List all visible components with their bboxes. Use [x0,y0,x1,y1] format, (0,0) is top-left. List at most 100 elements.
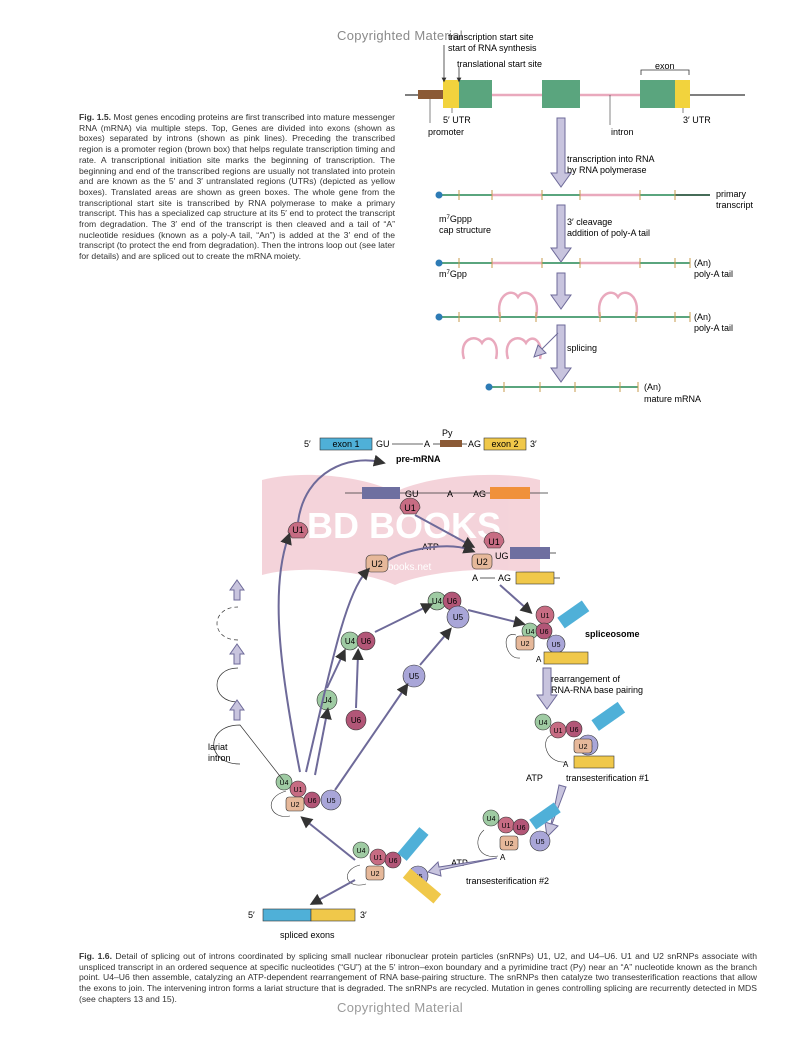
svg-text:bdbooks.net: bdbooks.net [377,562,432,573]
svg-text:U1: U1 [374,855,383,862]
intron-label: intron [611,127,634,137]
fig15-caption-label: Fig. 1.5. [79,112,112,122]
exon2-label: exon 2 [491,439,518,449]
excised-intron-1 [461,337,499,360]
step2-label-b: addition of poly-A tail [567,228,650,238]
rna-synthesis-label: start of RNA synthesis [448,43,537,53]
svg-text:U4: U4 [487,816,496,823]
svg-text:U2: U2 [371,871,380,878]
svg-text:U4: U4 [357,848,366,855]
svg-text:A: A [563,760,569,769]
cap-dot-4 [485,383,493,391]
u6-di [356,631,376,651]
py-box [440,440,462,447]
step1-label-b: by RNA polymerase [567,165,647,175]
svg-text:U5: U5 [327,798,336,805]
fig16-caption: Fig. 1.6. Detail of splicing out of intr… [79,951,757,1005]
down-arrow-2 [550,204,572,263]
utr5-label: 5′ UTR [443,115,471,125]
exon2-bound [490,487,530,499]
m7gppp-label: m7Gppp [439,214,472,224]
exon2-spliceosome [543,651,589,665]
svg-text:A: A [536,655,542,664]
svg-text:U4: U4 [280,780,289,787]
premrna-5prime: 5′ [304,439,311,449]
bd-books-logo: BD BOOKS bdbooks.net [262,474,540,585]
branch-a-label: A [424,439,430,449]
u5-free [402,664,426,688]
fig16-caption-label: Fig. 1.6. [79,951,112,961]
polya-label-1: poly-A tail [694,269,733,279]
gu-label: GU [376,439,390,449]
cap-dot-1 [435,191,443,199]
splicing-label: splicing [567,343,597,353]
down-arrow-1 [550,117,572,188]
arrow-trans2 [427,857,498,877]
py-label: Py [442,428,453,438]
lariat-intron [213,724,284,781]
svg-text:U1: U1 [404,503,416,513]
lariat-label: lariat [208,742,228,752]
svg-text:UG: UG [495,551,509,561]
exon2-bound-2 [515,571,555,585]
svg-text:U4: U4 [539,720,548,727]
utr3-label: 3′ UTR [683,115,711,125]
exon1-spliceosome [557,600,590,629]
excised-intron-2 [505,337,543,360]
an-label-3: (An) [644,382,661,392]
intron-label-16: intron [208,753,231,763]
promoter-label: promoter [428,127,464,137]
svg-text:U1: U1 [541,613,550,620]
trans2-label: transesterification #2 [466,876,549,886]
copyright-watermark-top: Copyrighted Material [337,28,463,43]
u1-bound-2 [483,531,505,549]
fig15-diagram: exon transcription start site start of R… [405,32,754,404]
svg-text:U6: U6 [540,629,549,636]
cap-dot-3 [435,313,443,321]
cap-dot-2 [435,259,443,267]
m7gpp-label: m7Gpp [439,269,467,279]
cap-structure-label: cap structure [439,225,491,235]
exon-label: exon [655,61,675,71]
svg-text:U4: U4 [526,629,535,636]
svg-text:U6: U6 [351,716,362,725]
svg-text:GU: GU [405,489,419,499]
intron-loop-1 [497,291,539,318]
u6-free [345,709,367,731]
u1-free [287,521,309,539]
svg-text:U1: U1 [554,728,563,735]
down-arrow-4 [550,324,572,383]
exon1-bound-2 [510,547,550,559]
primary-label: primary [716,189,747,199]
utr5-box [443,80,459,108]
translational-start-label: translational start site [457,59,542,69]
exon-box-3 [640,80,675,108]
u5-tri [446,605,470,629]
svg-text:U6: U6 [447,597,458,606]
an-label-2: (An) [694,312,711,322]
svg-text:AG: AG [498,573,511,583]
svg-text:A: A [447,489,453,499]
premrna-3prime: 3′ [530,439,537,449]
svg-text:A: A [500,853,506,862]
svg-text:U5: U5 [409,672,420,681]
tss-label: transcription start site [448,32,534,42]
u1-bound-1 [399,497,421,515]
exon-box-1 [459,80,492,108]
promoter-box [418,90,443,99]
svg-text:U4: U4 [345,637,356,646]
transcript-label: transcript [716,200,754,210]
spliced-3prime: 3′ [360,910,367,920]
svg-text:U6: U6 [570,727,579,734]
copyright-watermark-bottom: Copyrighted Material [337,1000,463,1015]
spliced-exon1 [262,908,312,922]
svg-text:U1: U1 [294,787,303,794]
svg-text:U2: U2 [521,641,530,648]
svg-text:U6: U6 [389,858,398,865]
step2-label-a: 3′ cleavage [567,217,612,227]
svg-text:U1: U1 [488,537,500,547]
fig16-diagram: BD BOOKS bdbooks.net 5′ exon 1 GU A Py A… [208,428,649,940]
svg-text:U4: U4 [432,597,443,606]
spliced-exon2 [310,908,356,922]
svg-text:U2: U2 [579,744,588,751]
